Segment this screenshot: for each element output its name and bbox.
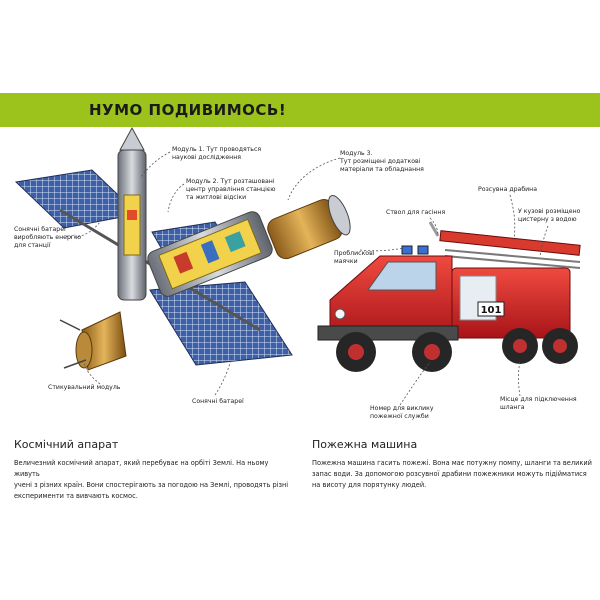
station-text: Величезний космічний апарат, який перебу… <box>14 459 289 500</box>
solar-panel <box>149 281 293 366</box>
label-fire-nozzle: Ствол для гасіння <box>386 209 446 216</box>
label-beacons: Проблискові маячки <box>334 250 375 265</box>
fire-truck-illustration: 101 <box>317 221 581 372</box>
label-solar-left: Сонячні батареї виробляють енергію для с… <box>14 226 82 249</box>
title-banner <box>0 93 600 127</box>
station-heading: Космічний апарат <box>14 438 119 451</box>
label-ladder: Розсувна драбина <box>478 186 537 193</box>
label-hose: Місце для підключення шланга <box>500 396 577 411</box>
firetruck-heading: Пожежна машина <box>312 438 418 451</box>
label-module-2: Модуль 2. Тут розташовані центр управлін… <box>186 178 276 201</box>
label-phone-number: Номер для виклику пожежної служби <box>370 405 434 420</box>
label-module-1: Модуль 1. Тут проводяться наукові дослід… <box>172 146 262 161</box>
license-plate: 101 <box>481 305 502 316</box>
label-solar-bottom: Сонячні батареї <box>192 398 244 405</box>
truck-ladder <box>439 230 581 269</box>
space-station-illustration <box>14 126 351 371</box>
label-docking: Стикувальний модуль <box>48 384 121 391</box>
docking-module <box>59 311 127 371</box>
label-tank: У кузові розміщено цистерну з водою <box>518 208 581 223</box>
station-leaders <box>65 151 341 396</box>
label-module-3: Модуль 3. Тут розміщені додаткові матері… <box>340 150 424 173</box>
firetruck-text: Пожежна машина гасить пожежі. Вона має п… <box>312 459 592 489</box>
banner-title: НУМО ПОДИВИМОСЬ! <box>89 101 287 119</box>
truck-leaders <box>359 194 549 406</box>
